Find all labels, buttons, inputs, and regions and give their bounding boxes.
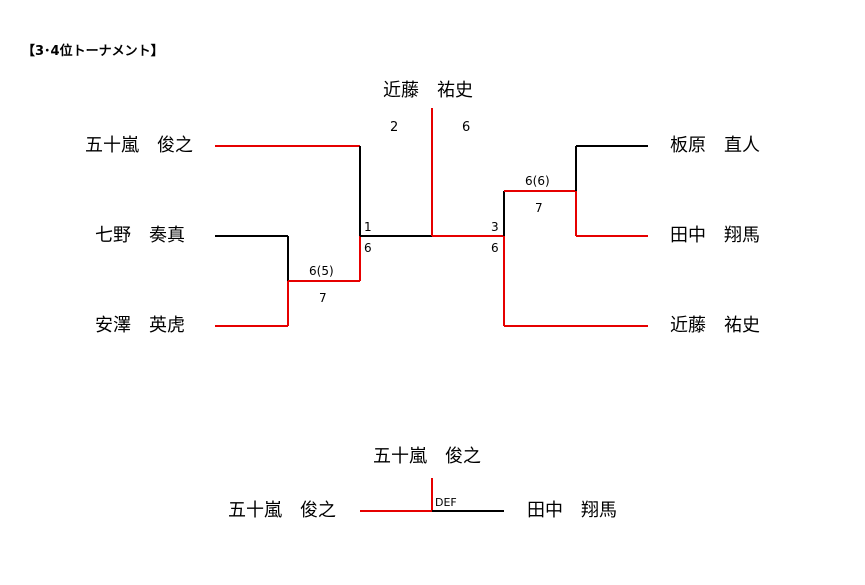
- third-place-left: 五十嵐 俊之: [228, 500, 336, 521]
- winner-score-right: 6: [462, 120, 471, 135]
- right-semi-score-bot: 7: [535, 201, 543, 215]
- left-player-mid: 七野 奏真: [95, 225, 185, 246]
- right-player-bot: 近藤 祐史: [670, 315, 760, 336]
- third-place-result: DEF: [435, 496, 457, 509]
- left-semi-score-bot: 7: [319, 291, 327, 305]
- left-semi-score-top: 6(5): [309, 264, 334, 278]
- third-place-right: 田中 翔馬: [527, 500, 617, 521]
- right-player-mid: 田中 翔馬: [670, 225, 760, 246]
- left-player-top: 五十嵐 俊之: [85, 135, 193, 156]
- right-player-top: 板原 直人: [670, 135, 760, 156]
- winner-score-left: 2: [390, 120, 399, 135]
- left-final-score-bot: 6: [364, 241, 372, 255]
- third-place-winner: 五十嵐 俊之: [373, 446, 481, 467]
- left-player-bot: 安澤 英虎: [95, 315, 185, 336]
- right-final-score-top: 3: [491, 220, 499, 234]
- right-final-score-bot: 6: [491, 241, 499, 255]
- left-final-score-top: 1: [364, 220, 372, 234]
- right-semi-score-top: 6(6): [525, 174, 550, 188]
- page-title: 【3･4位トーナメント】: [22, 44, 164, 59]
- winner-name: 近藤 祐史: [383, 80, 473, 101]
